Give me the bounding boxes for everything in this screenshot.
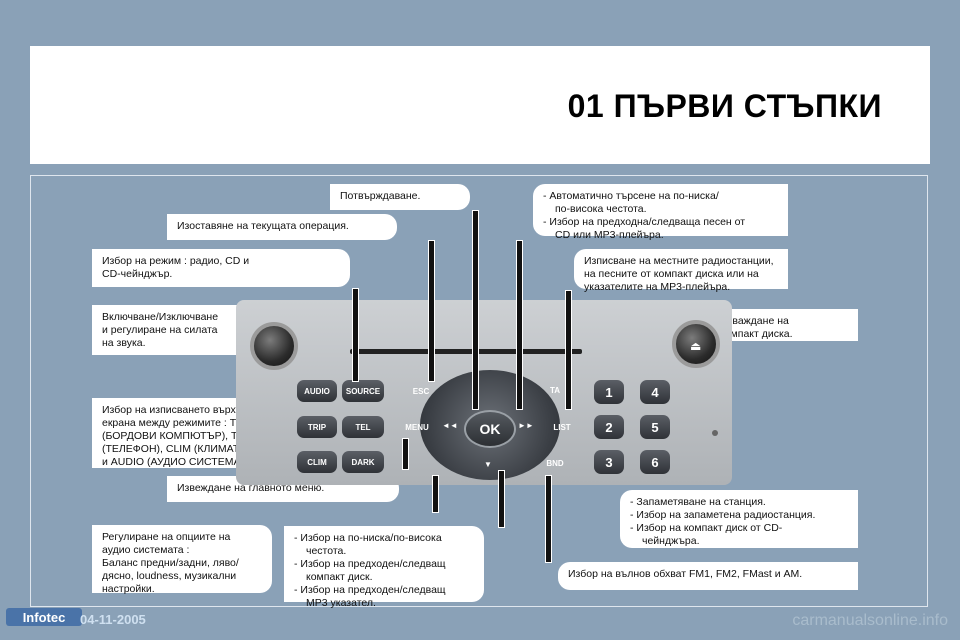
right-arrow-icon[interactable]: ►►: [518, 421, 534, 430]
clim-button[interactable]: CLIM: [297, 451, 337, 473]
preset-6-button[interactable]: 6: [640, 450, 670, 474]
watermark: carmanualsonline.info: [792, 612, 948, 629]
volume-knob[interactable]: [250, 322, 298, 370]
ok-button[interactable]: OK: [464, 410, 516, 448]
callout-seek: - Автоматично търсене на по-ниска/ по-ви…: [533, 184, 788, 241]
leader-line: [472, 210, 479, 410]
callout-eject: Изваждане на компакт диска.: [710, 309, 858, 341]
left-arrow-icon[interactable]: ◄◄: [442, 421, 458, 430]
indicator-led: [712, 430, 718, 436]
preset-3-button[interactable]: 3: [594, 450, 624, 474]
leader-line: [432, 475, 439, 513]
callout-list: Изписване на местните радиостанции, на п…: [574, 249, 788, 293]
leader-line: [498, 470, 505, 528]
footer-date: 04-11-2005: [80, 612, 146, 627]
leader-line: [545, 475, 552, 563]
cd-slot: [350, 349, 582, 354]
leader-line: [352, 288, 359, 382]
preset-2-button[interactable]: 2: [594, 415, 624, 439]
leader-line: [565, 290, 572, 410]
leader-line: [428, 240, 435, 382]
callout-display: Избор на изписването върху екрана между …: [92, 398, 276, 468]
esc-button[interactable]: ESC: [412, 386, 430, 396]
callout-audio-options: Регулиране на опциите на аудио системата…: [92, 525, 272, 595]
trip-button[interactable]: TRIP: [297, 416, 337, 438]
preset-4-button[interactable]: 4: [640, 380, 670, 404]
list-button[interactable]: LIST: [553, 422, 571, 432]
callout-band: Избор на вълнов обхват FM1, FM2, FMast и…: [558, 562, 858, 590]
eject-icon: ⏏: [690, 339, 702, 353]
eject-button[interactable]: [672, 320, 720, 368]
diagram-frame: [30, 175, 928, 607]
title-panel: [30, 46, 930, 164]
callout-freq: - Избор на по-ниска/по-висока честота. -…: [284, 526, 484, 609]
menu-button[interactable]: MENU: [405, 422, 429, 432]
dark-button[interactable]: DARK: [342, 451, 384, 473]
source-button[interactable]: SOURCE: [342, 380, 384, 402]
band-button[interactable]: BND: [546, 458, 564, 468]
leader-line: [516, 240, 523, 410]
callout-mode: Избор на режим : радио, CD и CD-чейнджър…: [92, 249, 350, 287]
callout-presets: - Запаметяване на станция. - Избор на за…: [620, 490, 858, 548]
infotec-logo: Infotec: [6, 608, 82, 626]
preset-5-button[interactable]: 5: [640, 415, 670, 439]
leader-line: [402, 438, 409, 470]
callout-power: Включване/Изключване и регулиране на сил…: [92, 305, 248, 355]
tel-button[interactable]: TEL: [342, 416, 384, 438]
callout-abandon: Изоставяне на текущата операция.: [167, 214, 397, 240]
ta-button[interactable]: TA: [549, 385, 561, 395]
preset-1-button[interactable]: 1: [594, 380, 624, 404]
callout-confirm: Потвърждаване.: [330, 184, 470, 210]
down-arrow-icon[interactable]: ▼: [484, 460, 492, 469]
audio-button[interactable]: AUDIO: [297, 380, 337, 402]
page-title: 01 ПЪРВИ СТЪПКИ: [567, 88, 882, 124]
